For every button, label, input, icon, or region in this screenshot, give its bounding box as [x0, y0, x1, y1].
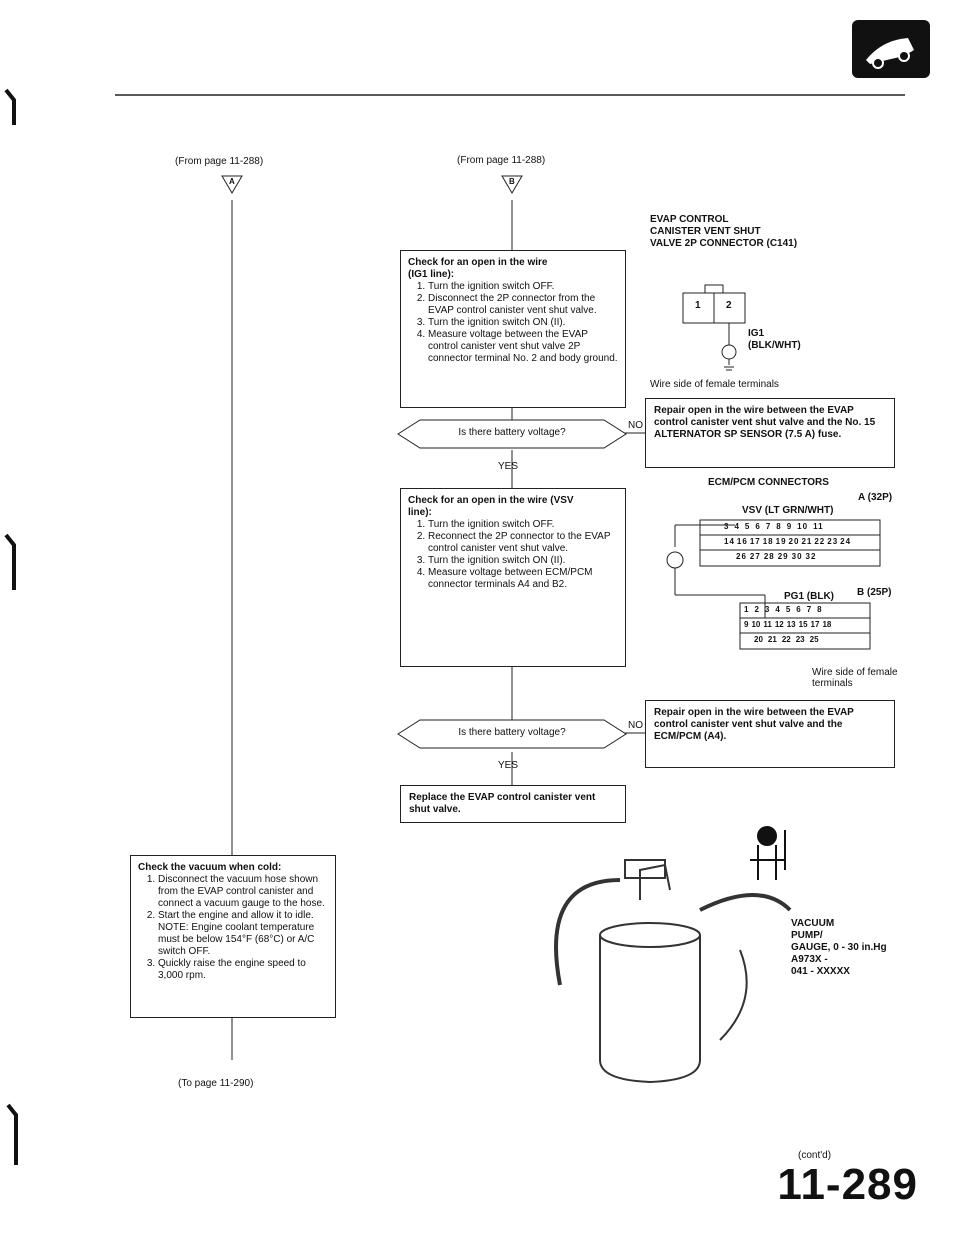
car-section-logo-icon [852, 20, 930, 78]
connector-c141-pin1: 1 [695, 300, 701, 311]
page-number: 11-289 [777, 1160, 918, 1209]
connector-c141-wire: IG1 (BLK/WHT) [748, 328, 801, 351]
q2-no: NO [628, 720, 643, 731]
ecm-a-label: A (32P) [858, 492, 893, 503]
q2-yes: YES [498, 760, 519, 771]
from-page-ref-left: (From page 11-288) [175, 156, 264, 167]
marker-a: A [229, 177, 235, 186]
to-page-ref: (To page 11-290) [178, 1078, 254, 1089]
ecm-pg1-wire: PG1 (BLK) [784, 591, 834, 602]
ecm-vsv-wire: VSV (LT GRN/WHT) [742, 505, 834, 516]
ecm-b-label: B (25P) [857, 587, 892, 598]
q1-yes: YES [498, 461, 519, 472]
from-page-ref-right: (From page 11-288) [457, 155, 546, 166]
ecm-connectors-title: ECM/PCM CONNECTORS [708, 477, 829, 488]
connector-c141-title: EVAP CONTROL CANISTER VENT SHUT VALVE 2P… [650, 214, 798, 249]
connector-c141-pin2: 2 [726, 300, 732, 311]
marker-b: B [509, 177, 515, 186]
question1: Is there battery voltage? [458, 427, 566, 438]
replace-valve-box: Replace the EVAP control canister vent s… [400, 785, 626, 823]
vacuum-check-box: Check the vacuum when cold: Disconnect t… [130, 855, 336, 1018]
continued-label: (cont'd) [798, 1150, 832, 1161]
q1-no: NO [628, 420, 643, 431]
step2-check-vsv-line: Check for an open in the wire (VSV line)… [400, 488, 626, 667]
step1-check-ig1-line: Check for an open in the wire (IG1 line)… [400, 250, 626, 408]
repair1-box: Repair open in the wire between the EVAP… [645, 398, 895, 468]
repair2-box: Repair open in the wire between the EVAP… [645, 700, 895, 768]
ecm-caption: Wire side of female terminals [812, 667, 898, 689]
vacuum-pump-label: VACUUM PUMP/ GAUGE, 0 - 30 in.Hg A973X -… [791, 918, 887, 977]
connector-c141-caption: Wire side of female terminals [650, 379, 779, 390]
question2: Is there battery voltage? [458, 727, 566, 738]
